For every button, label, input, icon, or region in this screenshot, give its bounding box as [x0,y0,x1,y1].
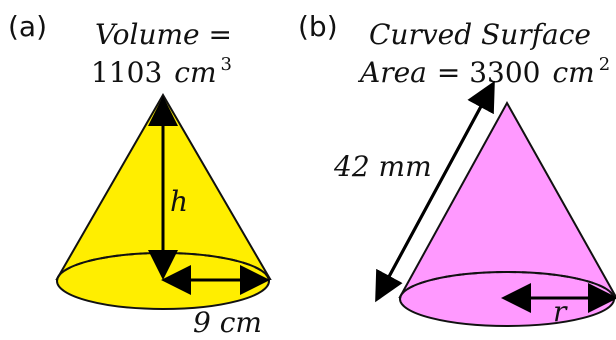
panel-b-label: (b) [298,10,338,43]
volume-unit: cm [174,56,216,89]
volume-title-line1: Volume = [95,18,232,51]
radius-b-label: r [553,295,568,328]
radius-a-label: 9 cm [193,306,262,339]
surface-title-line1: Curved Surface [369,18,591,51]
panel-a: (a) Volume = 1103 cm 3 h 9 cm [8,10,272,339]
cone-b-body [398,100,616,298]
surface-exponent: 2 [599,54,610,75]
volume-exponent: 3 [221,54,232,75]
cone-b-slant-down-arrow [375,85,494,303]
slant-label: 42 mm [333,150,432,183]
height-label: h [170,185,188,218]
volume-title-line2: 1103 cm 3 [91,54,232,89]
panel-b: (b) Curved Surface Area = 3300 cm 2 42 m… [298,10,616,328]
volume-value: 1103 [91,56,162,89]
panel-a-label: (a) [8,10,47,43]
surface-value: = 3300 [437,56,541,89]
surface-unit: cm [553,56,595,89]
surface-area-word: Area [357,56,427,89]
surface-title-line2: Area = 3300 cm 2 [357,54,610,89]
